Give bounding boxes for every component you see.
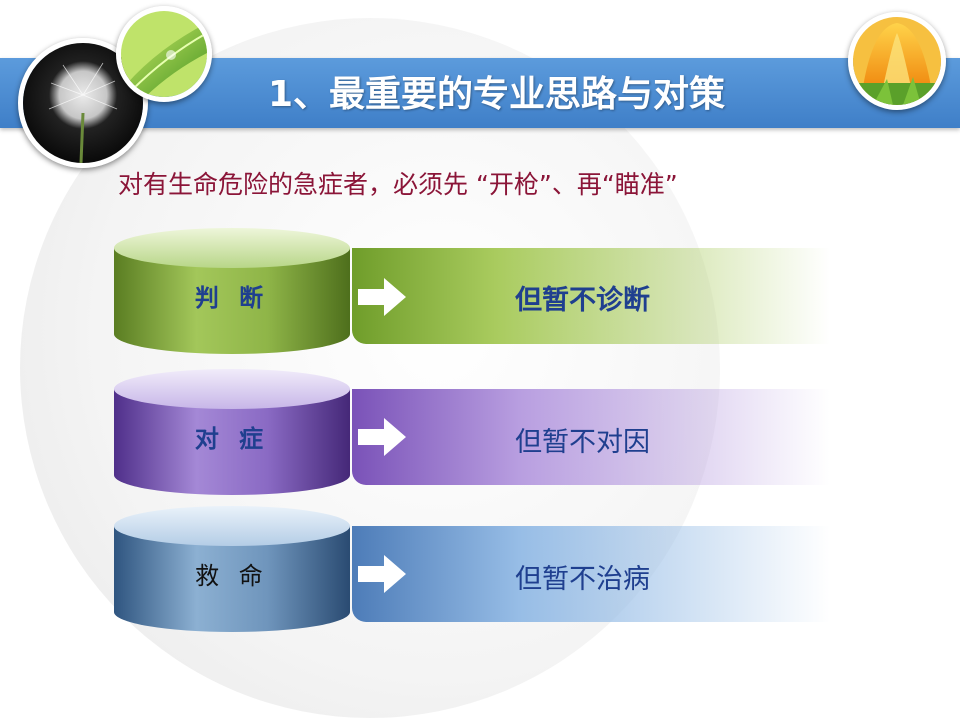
- arrow-right-icon: [356, 416, 408, 458]
- cylinder-symptom: 对 症: [112, 367, 352, 497]
- row-1-label: 判 断: [194, 284, 270, 312]
- arrow-right-icon: [356, 276, 408, 318]
- green-leaf-photo: [116, 6, 212, 102]
- subtitle-text: 对有生命危险的急症者，必须先 “开枪”、再“瞄准”: [118, 170, 678, 199]
- cylinder-rescue: 救 命: [112, 504, 352, 634]
- row-3-band: [352, 526, 830, 622]
- yellow-tulip-photo: [848, 12, 946, 110]
- row-1-band: [352, 248, 830, 344]
- dandelion-photo: [18, 38, 148, 168]
- row-1-text: 但暂不诊断: [515, 285, 650, 316]
- row-3-text: 但暂不治病: [515, 564, 650, 595]
- row-3-label: 救 命: [195, 562, 269, 590]
- cylinder-judge: 判 断: [112, 226, 352, 356]
- slide-title: 1、最重要的专业思路与对策: [268, 74, 726, 115]
- row-2-label: 对 症: [194, 425, 270, 453]
- row-2-band: [352, 389, 830, 485]
- arrow-right-icon: [356, 553, 408, 595]
- row-2-text: 但暂不对因: [515, 427, 650, 458]
